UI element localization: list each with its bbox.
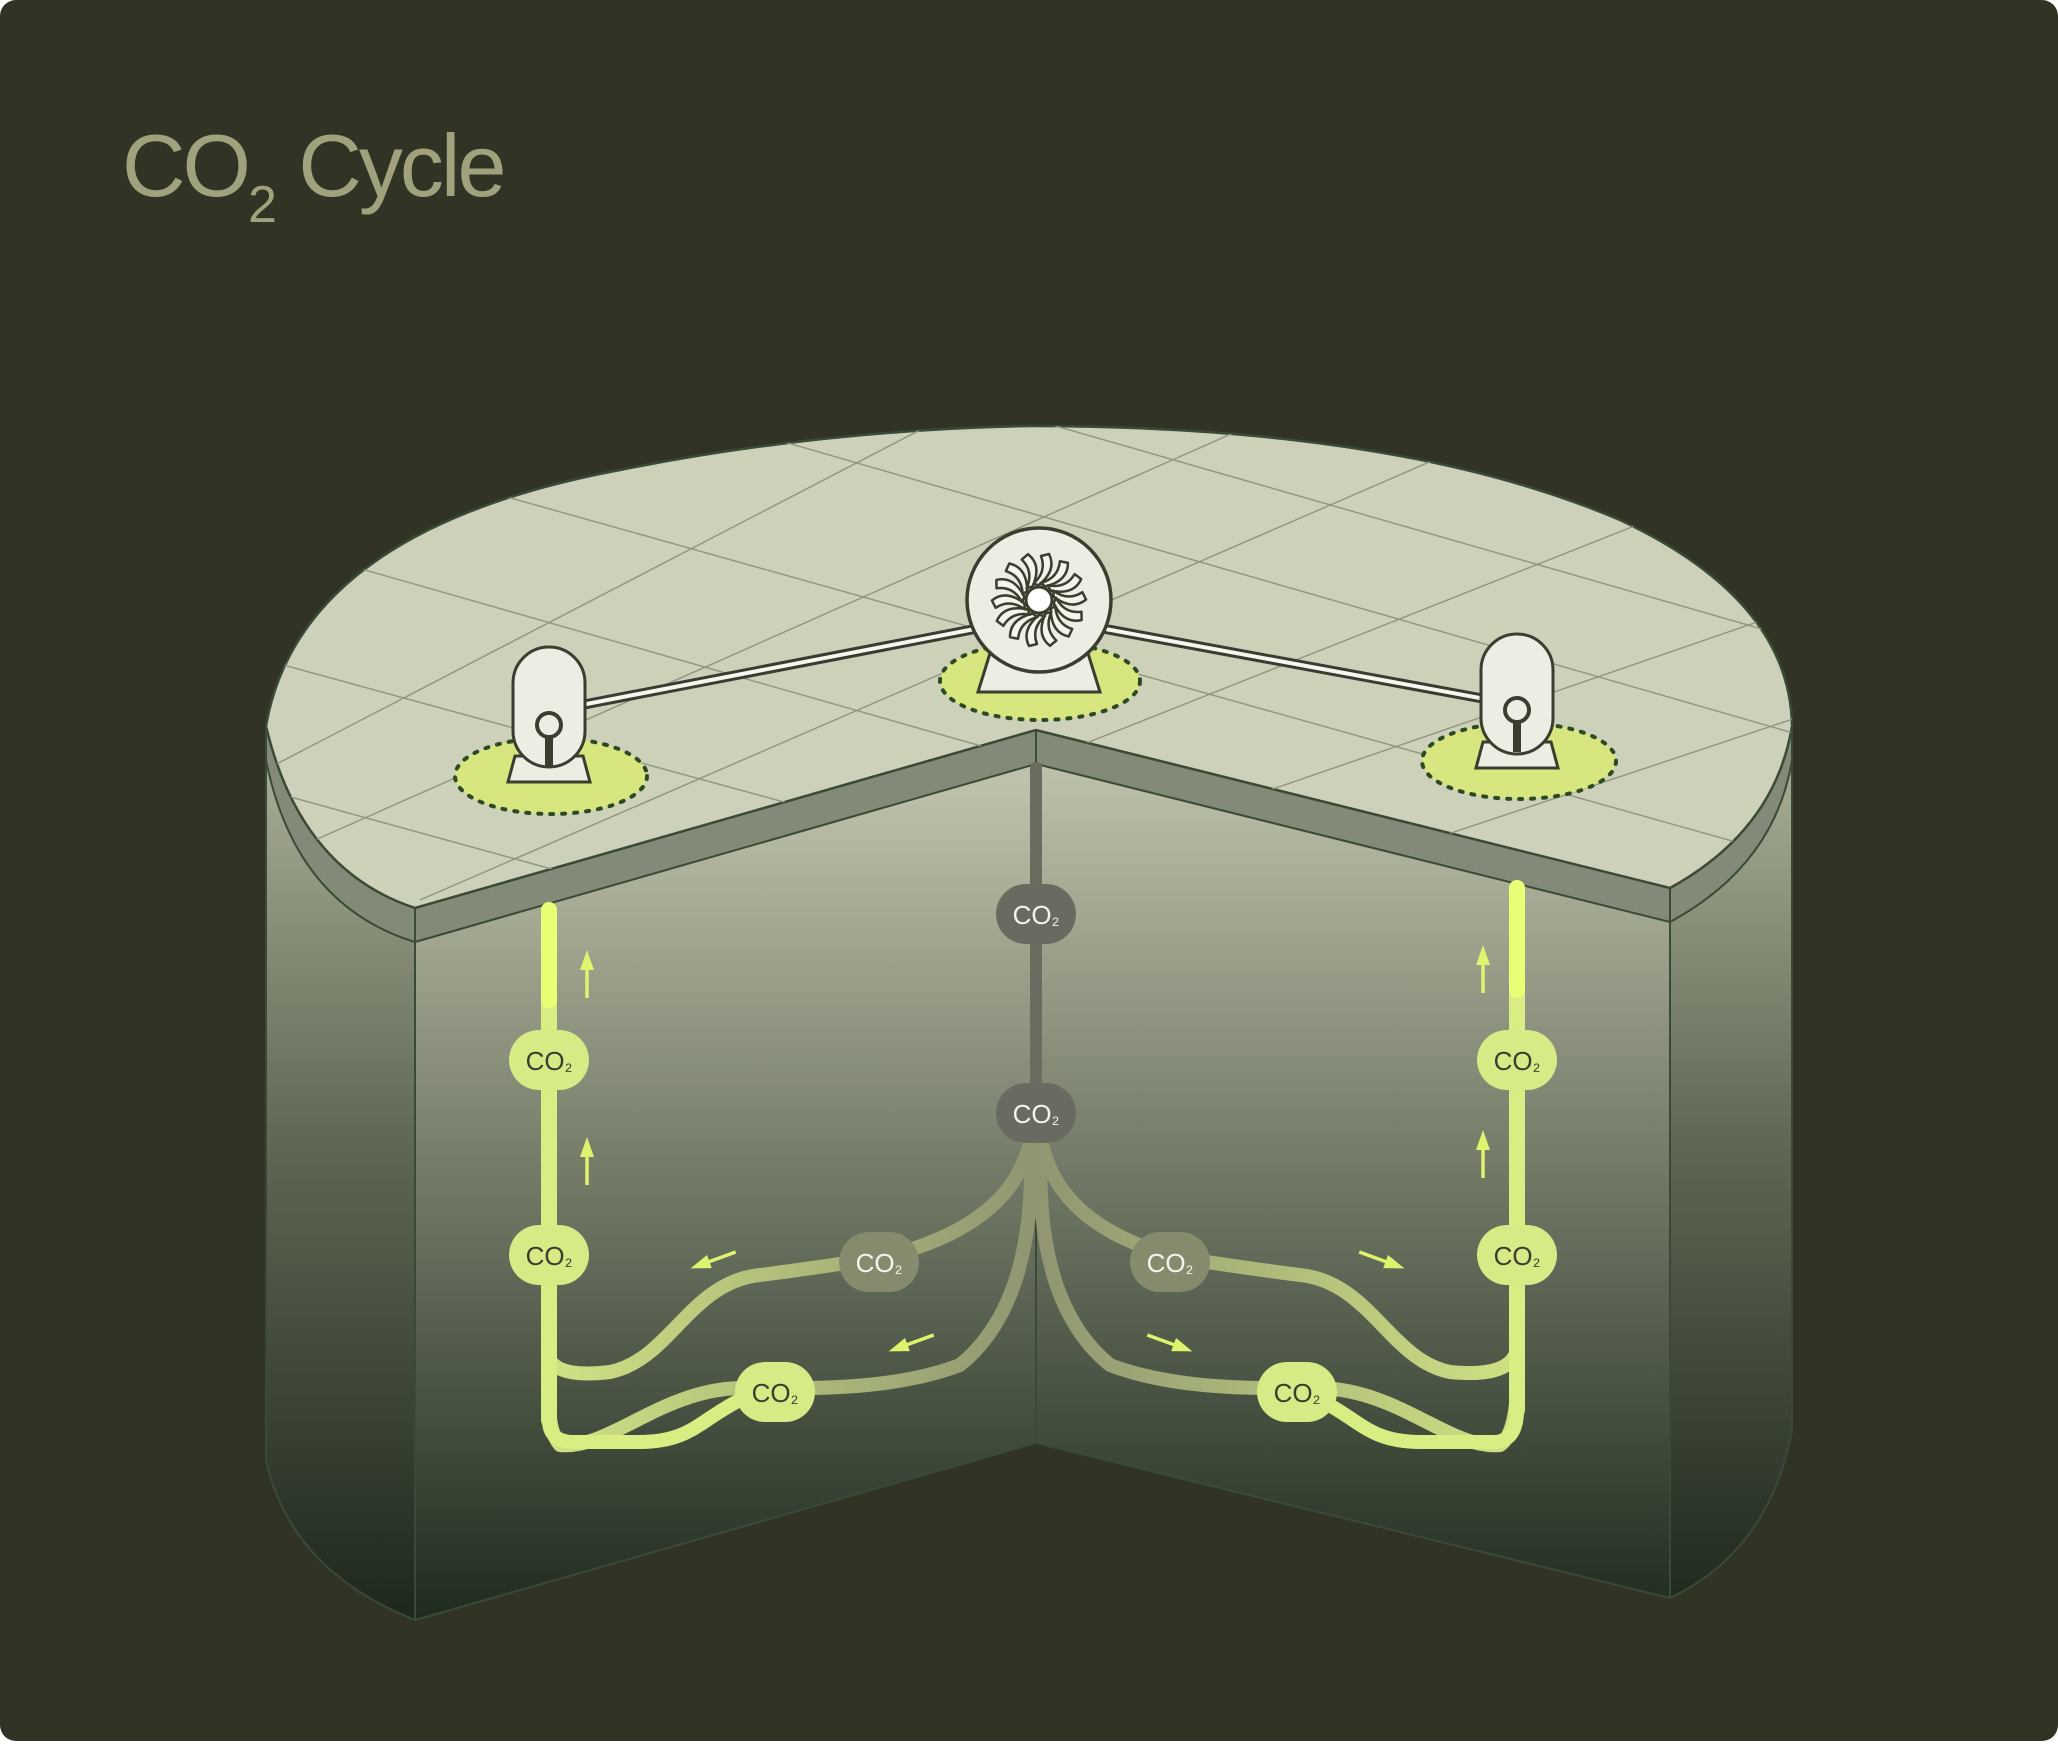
co2-label-sub: ₂ xyxy=(895,1255,903,1277)
co2-label-sub: ₂ xyxy=(1313,1385,1321,1407)
fan-blade xyxy=(1031,552,1053,587)
right-upper-branch-pipe xyxy=(1033,1123,1524,1381)
co2-badge-bg xyxy=(1477,1030,1557,1090)
fan-blade xyxy=(1052,589,1088,606)
flow-arrow-left xyxy=(690,1250,737,1269)
co2-badge-label: CO₂ xyxy=(1013,900,1060,930)
flow-arrows xyxy=(580,945,1490,1352)
title-main: CO xyxy=(122,116,251,215)
left-return-bend xyxy=(542,1393,747,1449)
flow-arrow-up xyxy=(1476,1130,1490,1178)
page-title: CO2 Cycle xyxy=(122,122,506,232)
co2-badge-label: CO₂ xyxy=(1494,1241,1541,1271)
co2-label-sub: ₂ xyxy=(1533,1053,1541,1075)
surface-pipelines xyxy=(561,623,1501,713)
co2-badge-bg xyxy=(1477,1225,1557,1285)
co2-label-main: CO xyxy=(526,1241,565,1271)
grid-line xyxy=(499,494,1792,861)
fan-blade xyxy=(1020,552,1038,590)
co2-badge-label: CO₂ xyxy=(1147,1248,1194,1278)
co2-badge-label: CO₂ xyxy=(526,1241,573,1271)
co2-badge-bg xyxy=(1130,1232,1210,1292)
flow-arrow-up xyxy=(1476,945,1490,993)
co2-badge-left-upper-branch: CO₂ xyxy=(839,1232,919,1292)
co2-label-main: CO xyxy=(1494,1046,1533,1076)
fan-blades xyxy=(990,552,1088,648)
pipeline-right-core xyxy=(1098,626,1498,703)
co2-badge-injection-top: CO₂ xyxy=(996,884,1076,944)
co2-label-main: CO xyxy=(752,1378,791,1408)
co2-badge-bg xyxy=(1257,1362,1337,1422)
co2-badge-label: CO₂ xyxy=(526,1046,573,1076)
flow-arrow-up xyxy=(580,1137,594,1185)
flow-arrow-left xyxy=(888,1333,935,1352)
co2-label-main: CO xyxy=(1147,1248,1186,1278)
co2-label-sub: ₂ xyxy=(1052,1106,1060,1128)
co2-badge-bg xyxy=(509,1225,589,1285)
co2-badge-right-riser-upper: CO₂ xyxy=(1477,1030,1557,1090)
fan-blade xyxy=(1049,604,1074,638)
fan-blade xyxy=(1025,613,1047,648)
co2-badge-right-upper-branch: CO₂ xyxy=(1130,1232,1210,1292)
wellhead-icon xyxy=(1474,632,1560,770)
left-upper-branch-pipe xyxy=(543,1123,1039,1381)
co2-badge-label: CO₂ xyxy=(1494,1046,1541,1076)
co2-badge-left-lower-branch: CO₂ xyxy=(735,1362,815,1422)
co2-label-sub: ₂ xyxy=(791,1385,799,1407)
co2-badge-left-riser-lower: CO₂ xyxy=(509,1225,589,1285)
fan-blade xyxy=(1004,562,1029,596)
pipeline-left-core xyxy=(564,626,982,710)
fan-blade xyxy=(1046,572,1083,593)
fan-blade xyxy=(1040,610,1058,648)
fan-blade xyxy=(1008,612,1039,641)
fan-blade xyxy=(1052,596,1083,622)
co2-badge-label: CO₂ xyxy=(752,1378,799,1408)
fan-blade xyxy=(995,607,1032,628)
co2-label-main: CO xyxy=(1494,1241,1533,1271)
co2-label-sub: ₂ xyxy=(1533,1248,1541,1270)
co2-badge-right-riser-lower: CO₂ xyxy=(1477,1225,1557,1285)
co2-label-sub: ₂ xyxy=(1186,1255,1194,1277)
co2-badge-bg xyxy=(839,1232,919,1292)
grid-line xyxy=(269,429,1241,861)
grid-line xyxy=(759,434,1792,736)
underground-pipes xyxy=(541,762,1525,1453)
grid-line xyxy=(999,426,1792,641)
co2-badge-left-riser-upper: CO₂ xyxy=(509,1030,589,1090)
turbine-fan-icon xyxy=(965,526,1113,694)
co2-label-main: CO xyxy=(856,1248,895,1278)
fan-blade xyxy=(990,594,1026,611)
co2-badge-label: CO₂ xyxy=(1013,1099,1060,1129)
co2-label-main: CO xyxy=(1274,1378,1313,1408)
co2-badge-bg xyxy=(996,1083,1076,1143)
fan-blade xyxy=(1039,559,1070,588)
wellhead-icon xyxy=(506,645,592,784)
co2-label-sub: ₂ xyxy=(565,1053,573,1075)
co2-label-sub: ₂ xyxy=(1052,907,1060,929)
title-subscript: 2 xyxy=(248,176,277,234)
fan-blade xyxy=(995,578,1026,604)
co2-badge-bg xyxy=(735,1362,815,1422)
flow-arrow-right xyxy=(1358,1250,1405,1269)
co2-label-main: CO xyxy=(1013,1099,1052,1129)
co2-label-sub: ₂ xyxy=(565,1248,573,1270)
co2-badge-right-lower-branch: CO₂ xyxy=(1257,1362,1337,1422)
co2-badge-label: CO₂ xyxy=(1274,1378,1321,1408)
co2-badge-injection-split: CO₂ xyxy=(996,1083,1076,1143)
flow-arrow-right xyxy=(1146,1333,1193,1352)
flow-arrow-up xyxy=(580,950,594,998)
grid-line xyxy=(266,429,921,771)
co2-badge-bg xyxy=(996,884,1076,944)
right-return-bend xyxy=(1313,1393,1524,1449)
co2-label-main: CO xyxy=(1013,900,1052,930)
title-suffix: Cycle xyxy=(276,116,506,215)
co2-badge-label: CO₂ xyxy=(856,1248,903,1278)
co2-badge-bg xyxy=(509,1030,589,1090)
co2-label-main: CO xyxy=(526,1046,565,1076)
